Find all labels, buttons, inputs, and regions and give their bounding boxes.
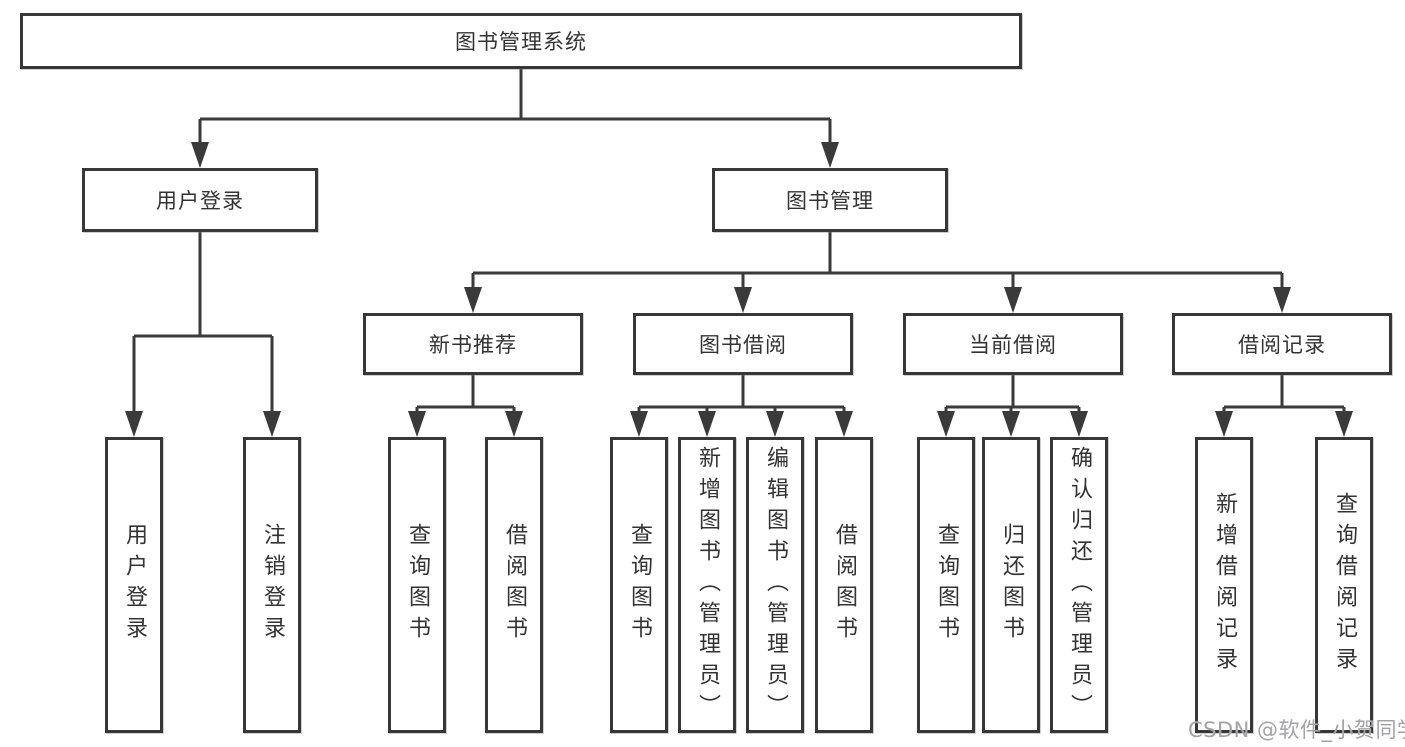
node-borrow-records-label: 借阅记录 — [1238, 333, 1326, 357]
node-user-login: 用户登录 — [82, 168, 318, 232]
leaf-confirm-return-admin-label: 确认归还（管理员） — [1067, 445, 1092, 725]
leaf-add-borrow-record: 新增借阅记录 — [1195, 437, 1253, 733]
leaf-edit-book-admin-label: 编辑图书（管理员） — [763, 445, 788, 725]
node-book-borrow: 图书借阅 — [633, 313, 853, 375]
node-root-label: 图书管理系统 — [455, 30, 587, 54]
leaf-add-book-admin-label: 新增图书（管理员） — [695, 445, 720, 725]
leaf-query-book-2-label: 查询图书 — [627, 523, 652, 647]
csdn-watermark: CSDN @软件_小贺同学 — [1188, 718, 1405, 742]
leaf-confirm-return-admin: 确认归还（管理员） — [1050, 437, 1108, 733]
leaf-query-borrow-record: 查询借阅记录 — [1315, 437, 1373, 733]
leaf-query-book-2: 查询图书 — [610, 437, 668, 733]
node-book-management: 图书管理 — [712, 168, 948, 232]
leaf-borrow-book-1-label: 借阅图书 — [502, 523, 527, 647]
leaf-query-book-1-label: 查询图书 — [405, 523, 430, 647]
node-current-borrow: 当前借阅 — [903, 313, 1123, 375]
leaf-query-book-3: 查询图书 — [917, 437, 975, 733]
arrowhead-group — [125, 142, 1353, 437]
leaf-return-book-label: 归还图书 — [999, 523, 1024, 647]
leaf-edit-book-admin: 编辑图书（管理员） — [746, 437, 804, 733]
leaf-logout: 注销登录 — [243, 437, 301, 733]
node-current-borrow-label: 当前借阅 — [969, 333, 1057, 357]
leaf-query-borrow-record-label: 查询借阅记录 — [1332, 492, 1357, 678]
node-book-borrow-label: 图书借阅 — [699, 333, 787, 357]
node-borrow-records: 借阅记录 — [1172, 313, 1392, 375]
leaf-user-login-label: 用户登录 — [122, 523, 147, 647]
leaf-borrow-book-2: 借阅图书 — [815, 437, 873, 733]
node-root: 图书管理系统 — [20, 13, 1022, 69]
node-book-management-label: 图书管理 — [786, 189, 874, 213]
leaf-user-login: 用户登录 — [105, 437, 163, 733]
leaf-borrow-book-1: 借阅图书 — [485, 437, 543, 733]
leaf-add-book-admin: 新增图书（管理员） — [678, 437, 736, 733]
leaf-return-book: 归还图书 — [982, 437, 1040, 733]
leaf-query-book-1: 查询图书 — [388, 437, 446, 733]
leaf-borrow-book-2-label: 借阅图书 — [832, 523, 857, 647]
node-new-book-recommend: 新书推荐 — [363, 313, 583, 375]
leaf-logout-label: 注销登录 — [260, 523, 285, 647]
node-new-book-recommend-label: 新书推荐 — [429, 333, 517, 357]
leaf-add-borrow-record-label: 新增借阅记录 — [1212, 492, 1237, 678]
leaf-query-book-3-label: 查询图书 — [934, 523, 959, 647]
node-user-login-label: 用户登录 — [156, 189, 244, 213]
